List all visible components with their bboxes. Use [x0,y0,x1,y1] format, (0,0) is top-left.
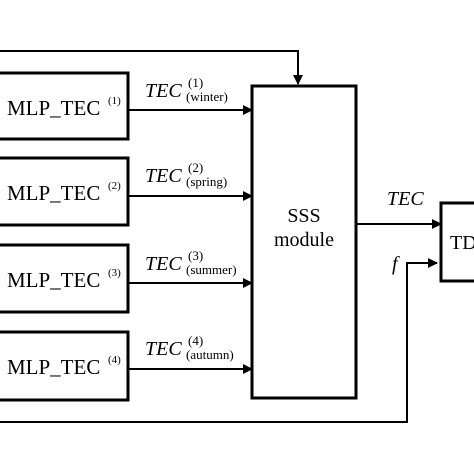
sss-module-line2: module [274,229,334,251]
output-label-4: TEC (4) (autumn) [145,333,234,362]
mlp-module-4-name: MLP_TEC [7,355,100,379]
output-label-4-index: (4) [188,333,203,348]
mlp-module-1-index: (1) [108,95,121,107]
mlp-module-2-name: MLP_TEC [7,181,100,205]
mlp-module-2-index: (2) [108,180,121,192]
output-label-2-index: (2) [188,160,203,175]
output-label-2-symbol: TEC [145,165,182,187]
mlp-module-2: MLP_TEC (2) [0,156,130,227]
output-label-3: TEC (3) (summer) [145,248,237,277]
output-label-1: TEC (1) (winter) [145,75,228,104]
sss-module-line1: SSS [287,205,320,227]
mlp-module-3: MLP_TEC (3) [0,243,130,314]
mlp-module-1-name: MLP_TEC [7,96,100,120]
sss-output-label: TEC [387,188,424,210]
mlp-module-4: MLP_TEC (4) [0,330,130,402]
output-label-1-index: (1) [188,75,203,90]
output-label-3-index: (3) [188,248,203,263]
output-label-2: TEC (2) (spring) [145,160,227,189]
sss-module: SSS module [250,84,358,400]
output-label-1-symbol: TEC [145,80,182,102]
output-label-3-season: (summer) [186,262,237,277]
mlp-module-1: MLP_TEC (1) [0,71,130,141]
output-label-4-symbol: TEC [145,338,182,360]
mlp-module-4-index: (4) [108,354,121,366]
output-label-2-season: (spring) [186,174,227,189]
mlp-module-3-name: MLP_TEC [7,268,100,292]
output-label-4-season: (autumn) [186,347,234,362]
output-label-3-symbol: TEC [145,253,182,275]
mlp-module-3-index: (3) [108,267,121,279]
td-box-label: TD [450,232,474,254]
td-box: TD [439,201,474,283]
bottom-f-line [0,258,438,423]
top-feedback-line [0,50,303,85]
frequency-label: f [392,253,400,275]
output-label-1-season: (winter) [186,89,228,104]
